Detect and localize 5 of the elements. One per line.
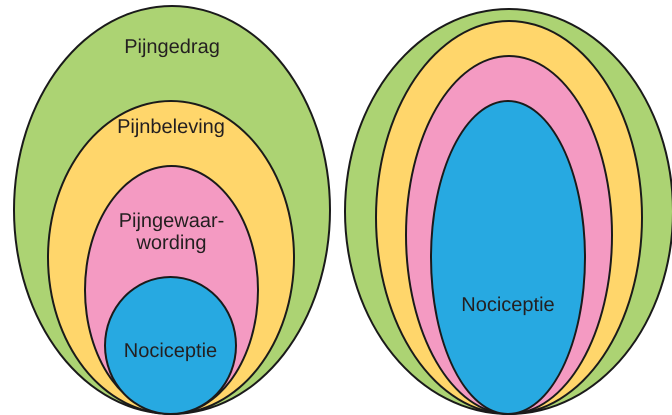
layer-label: Pijngedrag <box>123 36 221 58</box>
layer-label: Pijngewaar- wording <box>118 210 226 254</box>
layer-label: Nociceptie <box>122 340 218 362</box>
layer-label: Pijnbeleving <box>116 116 226 138</box>
layer-label: Nociceptie <box>460 294 556 316</box>
